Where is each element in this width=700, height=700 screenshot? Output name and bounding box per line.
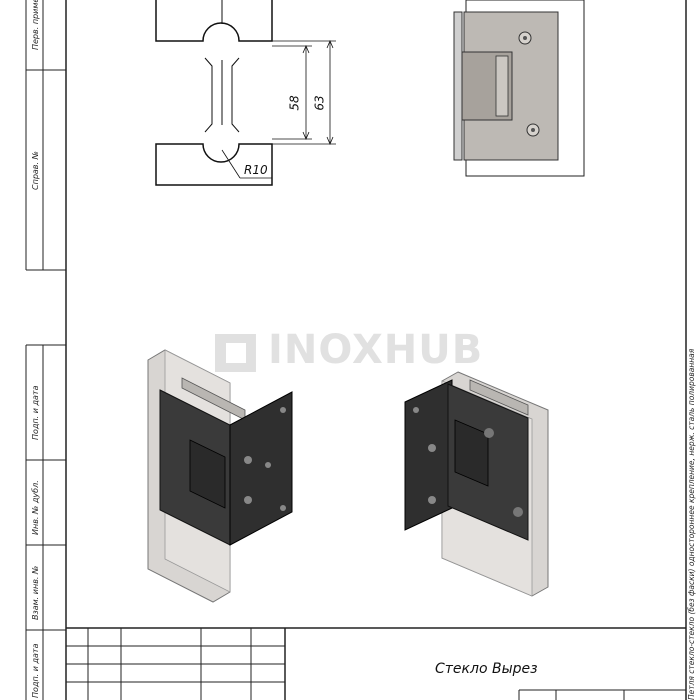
glass-edge — [453, 11, 463, 161]
back-plate-edge — [469, 379, 529, 416]
screw-icon — [280, 505, 286, 511]
glass-top-piece — [155, 0, 273, 42]
screw-icon — [265, 462, 271, 468]
side-note: Петля стекло-стекло (без фаски) одностор… — [687, 348, 696, 700]
screw-icon — [244, 456, 252, 464]
dim-arrows-63 — [326, 39, 334, 146]
hinge-knuckle-left — [189, 439, 226, 509]
hinge-iso-right — [404, 371, 549, 597]
watermark-logo-icon — [215, 334, 256, 372]
screw-top-center-icon — [523, 36, 527, 40]
dimension-58: 58 — [287, 95, 302, 111]
drawing-title: Стекло Вырез — [435, 661, 538, 677]
cut-edge-right — [231, 57, 240, 133]
screw-icon — [413, 407, 419, 413]
watermark-text: INOXHUB — [268, 327, 484, 373]
screw-icon — [513, 507, 523, 517]
stamp-label: Перв. примен. — [31, 0, 40, 50]
stamp-label: Подп. и дата — [31, 643, 40, 699]
screw-icon — [280, 407, 286, 413]
screw-icon — [428, 496, 436, 504]
stamp-label: Справ. № — [31, 151, 40, 190]
radius-leader — [221, 149, 241, 179]
glass-cutout-drawing — [155, 0, 336, 186]
screw-icon — [484, 428, 494, 438]
screw-icon — [244, 496, 252, 504]
screw-icon — [428, 444, 436, 452]
screw-bottom-center-icon — [531, 128, 535, 132]
stamp-label: Подп. и дата — [31, 385, 40, 441]
hinge-knuckle-right — [454, 419, 489, 487]
hinge-iso-left — [147, 349, 293, 603]
dimension-radius: R10 — [244, 163, 268, 177]
hinge-wing-left — [229, 391, 293, 546]
dim-arrows-58 — [302, 44, 310, 141]
hinge-front-view — [453, 0, 585, 177]
glass-bottom-piece — [155, 143, 273, 186]
stamp-label: Инв. № дубл. — [31, 480, 40, 535]
hinge-wing-right — [404, 379, 453, 531]
hinge-pin-body — [495, 55, 509, 117]
cut-edge-left — [204, 57, 213, 133]
dimension-63: 63 — [312, 95, 327, 111]
stamp-label: Взам. инв. № — [31, 565, 40, 620]
